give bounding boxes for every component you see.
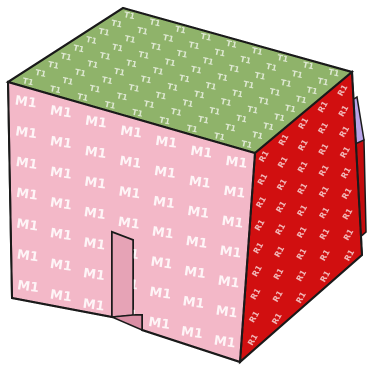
front-texture-label-32: M1: [150, 255, 174, 273]
front-texture-label-2: M1: [84, 114, 108, 132]
front-texture-label-18: M1: [152, 194, 176, 212]
front-texture-label-0: M1: [14, 94, 38, 112]
front-texture-label-12: M1: [188, 174, 212, 192]
front-texture-label-20: M1: [221, 214, 245, 232]
front-texture-label-41: M1: [215, 304, 239, 322]
front-texture-label-43: M1: [49, 287, 73, 305]
front-texture-label-16: M1: [83, 175, 107, 193]
front-texture-label-29: M1: [49, 226, 73, 244]
front-texture-label-1: M1: [49, 104, 73, 122]
front-texture-label-23: M1: [83, 205, 107, 223]
front-texture-label-6: M1: [224, 154, 248, 172]
front-texture-label-21: M1: [15, 186, 39, 204]
front-texture-label-33: M1: [183, 264, 207, 282]
front-texture-label-25: M1: [151, 224, 175, 242]
front-texture-label-40: M1: [182, 294, 206, 312]
front-texture-label-5: M1: [189, 144, 213, 162]
doorway-side-wall: [112, 232, 133, 317]
front-texture-label-13: M1: [222, 184, 246, 202]
front-texture-label-30: M1: [82, 236, 106, 254]
front-texture-label-4: M1: [154, 134, 178, 152]
front-texture-label-11: M1: [153, 164, 177, 182]
front-texture-label-19: M1: [186, 204, 210, 222]
front-texture-label-36: M1: [49, 257, 73, 275]
front-texture-label-39: M1: [148, 285, 172, 303]
front-texture-label-8: M1: [49, 134, 73, 152]
front-texture-label-28: M1: [15, 217, 39, 235]
front-texture-label-42: M1: [16, 278, 40, 296]
front-texture-label-14: M1: [15, 155, 39, 173]
front-texture-label-15: M1: [49, 165, 73, 183]
front-texture-label-24: M1: [117, 215, 141, 233]
doorway-floor: [112, 315, 142, 330]
front-texture-label-22: M1: [49, 196, 73, 214]
front-texture-label-37: M1: [82, 266, 106, 284]
front-texture-label-17: M1: [118, 184, 142, 202]
front-texture-label-9: M1: [84, 144, 108, 162]
front-texture-label-47: M1: [180, 324, 204, 342]
front-texture-label-46: M1: [147, 315, 171, 333]
front-texture-label-34: M1: [217, 274, 241, 292]
front-texture-label-35: M1: [16, 247, 40, 265]
front-texture-label-27: M1: [219, 244, 243, 262]
front-texture-label-7: M1: [14, 124, 38, 142]
front-texture-label-10: M1: [118, 154, 142, 172]
front-texture-label-3: M1: [119, 124, 143, 142]
front-texture-label-26: M1: [185, 234, 209, 252]
front-texture-label-48: M1: [213, 334, 237, 352]
